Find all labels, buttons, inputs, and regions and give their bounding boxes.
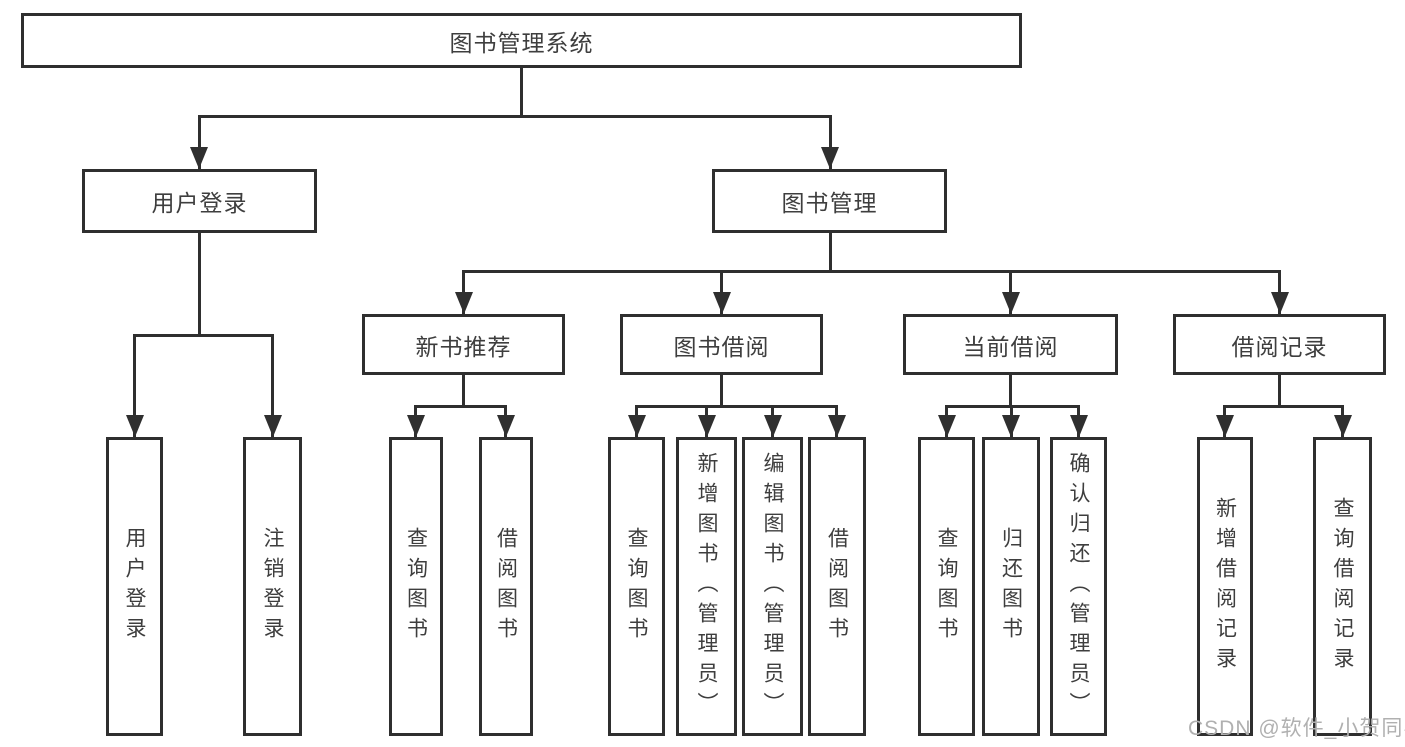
connector-records-bar [1223, 405, 1344, 408]
leaf-recommend-borrow-book-label: 借阅图书 [494, 526, 518, 647]
arrow-to-current-borrowing [1002, 292, 1020, 314]
connector-userlogin-bar [133, 334, 274, 337]
leaf-add-book-admin-label: 新增图书（管理员） [695, 451, 719, 722]
leaf-recommend-query-book-label: 查询图书 [404, 526, 428, 647]
connector-userlogin-stem [198, 233, 201, 336]
node-book-borrowing: 图书借阅 [620, 314, 823, 375]
leaf-confirm-return-admin-label: 确认归还（管理员） [1067, 451, 1091, 722]
connector-borrowing-stem [720, 375, 723, 408]
connector-userlogin-drop-2 [271, 336, 274, 437]
node-current-borrowing-label: 当前借阅 [962, 333, 1059, 360]
connector-root-drop-right [829, 117, 832, 169]
arrow-to-query-record [1334, 415, 1352, 437]
connector-root-drop-left [198, 117, 201, 169]
leaf-logout: 注销登录 [243, 437, 302, 736]
leaf-borrowing-query-book-label: 查询图书 [625, 526, 649, 647]
leaf-current-query-book-label: 查询图书 [935, 526, 959, 647]
node-user-login: 用户登录 [82, 169, 317, 233]
arrow-to-book-borrowing [713, 292, 731, 314]
arrow-to-leaf-user-login [126, 415, 144, 437]
node-borrowing-records-label: 借阅记录 [1231, 333, 1328, 360]
node-root-label: 图书管理系统 [449, 29, 594, 56]
connector-recommend-stem [462, 375, 465, 408]
leaf-edit-book-admin: 编辑图书（管理员） [742, 437, 803, 736]
connector-borrowing-bar [635, 405, 838, 408]
connector-current-stem [1009, 375, 1012, 408]
node-root: 图书管理系统 [21, 13, 1022, 68]
leaf-borrowing-query-book: 查询图书 [608, 437, 665, 736]
arrow-to-user-login [190, 147, 208, 169]
leaf-current-query-book: 查询图书 [918, 437, 975, 736]
leaf-logout-label: 注销登录 [261, 526, 285, 647]
connector-recommend-bar [414, 405, 507, 408]
connector-root-bar [198, 115, 832, 118]
leaf-add-borrow-record: 新增借阅记录 [1197, 437, 1253, 736]
node-book-borrowing-label: 图书借阅 [673, 333, 770, 360]
arrow-to-add-record [1216, 415, 1234, 437]
leaf-add-borrow-record-label: 新增借阅记录 [1213, 496, 1237, 677]
leaf-borrowing-borrow-book: 借阅图书 [808, 437, 866, 736]
leaf-query-borrow-record-label: 查询借阅记录 [1331, 496, 1355, 677]
leaf-user-login: 用户登录 [106, 437, 163, 736]
leaf-user-login-label: 用户登录 [123, 526, 147, 647]
arrow-to-add-book [698, 415, 716, 437]
arrow-to-leaf-logout [264, 415, 282, 437]
leaf-borrowing-borrow-book-label: 借阅图书 [825, 526, 849, 647]
arrow-to-return-book [1002, 415, 1020, 437]
arrow-to-borrowing-borrow [828, 415, 846, 437]
arrow-to-recommend-query [407, 415, 425, 437]
csdn-watermark: CSDN @软件_小贺同学 [1188, 717, 1405, 740]
node-book-management-label: 图书管理 [781, 190, 878, 216]
leaf-recommend-borrow-book: 借阅图书 [479, 437, 533, 736]
node-current-borrowing: 当前借阅 [903, 314, 1118, 375]
arrow-to-recommend-borrow [497, 415, 515, 437]
arrow-to-confirm-return [1070, 415, 1088, 437]
arrow-to-current-query [938, 415, 956, 437]
node-user-login-label: 用户登录 [151, 190, 248, 216]
node-new-book-recommend-label: 新书推荐 [415, 333, 512, 360]
connector-root-stem [520, 68, 523, 117]
connector-bookmgmt-bar [462, 270, 1281, 273]
connector-current-bar [945, 405, 1080, 408]
leaf-recommend-query-book: 查询图书 [389, 437, 443, 736]
connector-bookmgmt-stem [829, 233, 832, 272]
arrow-to-book-management [821, 147, 839, 169]
arrow-to-new-book-recommend [455, 292, 473, 314]
connector-userlogin-drop-1 [133, 336, 136, 437]
node-new-book-recommend: 新书推荐 [362, 314, 565, 375]
connector-records-stem [1278, 375, 1281, 408]
arrow-to-edit-book [764, 415, 782, 437]
node-borrowing-records: 借阅记录 [1173, 314, 1386, 375]
leaf-return-book-label: 归还图书 [999, 526, 1023, 647]
leaf-return-book: 归还图书 [982, 437, 1040, 736]
leaf-add-book-admin: 新增图书（管理员） [676, 437, 737, 736]
arrow-to-borrowing-records [1271, 292, 1289, 314]
node-book-management: 图书管理 [712, 169, 947, 233]
leaf-query-borrow-record: 查询借阅记录 [1313, 437, 1372, 736]
leaf-confirm-return-admin: 确认归还（管理员） [1050, 437, 1107, 736]
arrow-to-borrowing-query [628, 415, 646, 437]
leaf-edit-book-admin-label: 编辑图书（管理员） [761, 451, 785, 722]
